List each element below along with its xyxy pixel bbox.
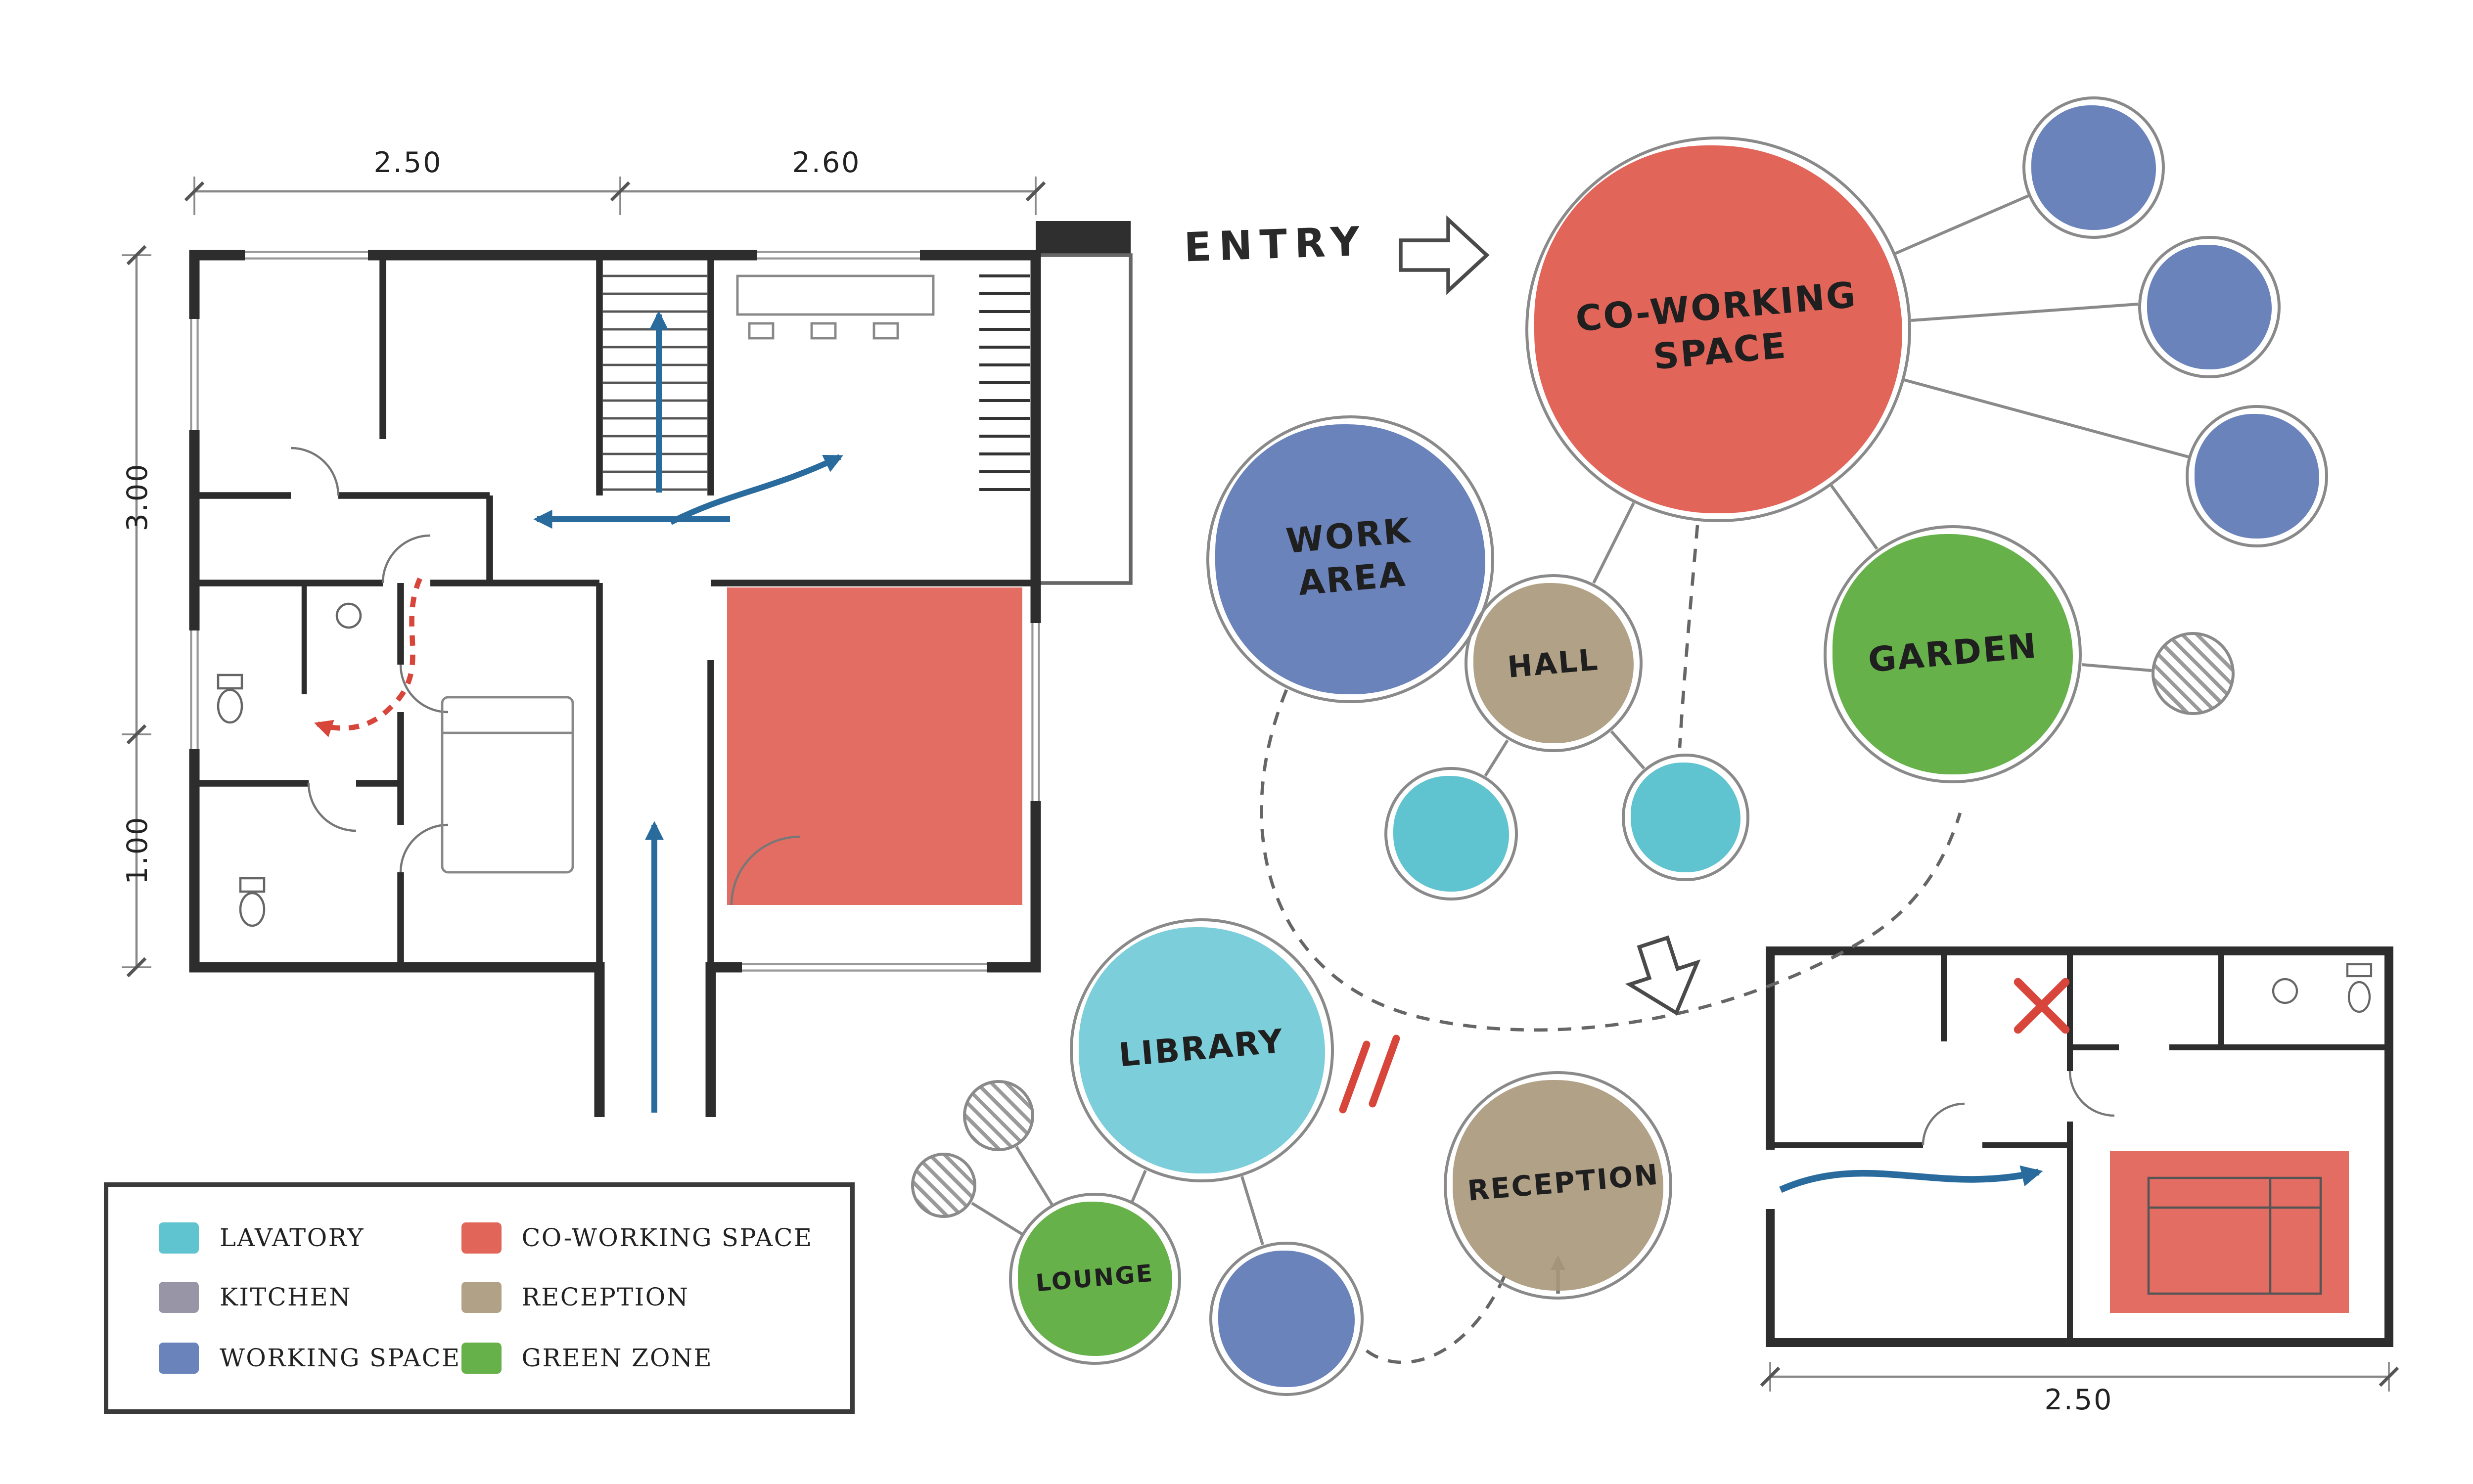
bath-fixtures [2272,963,2373,1013]
bubble-co-working-space: CO-WORKING SPACE [1525,136,1911,522]
legend-swatch-lavatory [159,1222,199,1254]
legend-box: LAVATORY KITCHEN WORKING SPACE CO-WORKIN… [104,1182,855,1414]
bubble-fill [1018,1202,1172,1356]
hatched-bubble [911,1153,976,1218]
satellite-bubble-working-space [2138,236,2281,378]
dimension-main-top-left: 2.50 [373,147,443,180]
dimension-main-top-right: 2.60 [792,147,861,180]
legend-item-kitchen: KITCHEN [159,1282,461,1314]
legend-item-green-zone: GREEN ZONE [460,1343,839,1374]
satellite-bubble-working-space [2022,96,2165,239]
satellite-bubble-working-space [2186,405,2328,547]
legend-label: GREEN ZONE [521,1344,713,1373]
bath-fixtures [217,602,362,927]
bubble-connectors [971,194,2189,1245]
plan-main-terrace [1034,253,1133,585]
hatched-bubble [2152,632,2235,715]
bubble-hall: HALL [1465,574,1643,752]
bubble-fill [1473,583,1634,743]
legend-item-lavatory: LAVATORY [159,1222,461,1254]
bubble-fill [1832,534,2073,774]
plan-small-coworking-zone [2110,1151,2349,1313]
satellite-bubble-lavatory [1622,754,1749,881]
bubble-fill [1534,145,1902,513]
rejected-x-mark [2014,978,2070,1034]
flow-down-arrow-icon [1625,935,1701,1016]
windows [190,251,1040,972]
bubble-garden: GARDEN [1824,525,2082,783]
satellite-bubble-lavatory [1384,767,1518,900]
legend-label: LAVATORY [220,1223,365,1252]
legend-label: KITCHEN [220,1284,352,1312]
legend-item-co-working-space: CO-WORKING SPACE [460,1222,839,1254]
stairs [602,274,708,491]
bubble-fill [1079,927,1325,1173]
circulation-arrows-main [533,311,843,1113]
bubble-lounge: LOUNGE [1009,1193,1181,1365]
legend-swatch-reception [460,1282,501,1314]
shelving [979,274,1030,491]
door-swings [290,447,800,905]
bubble-fill [1215,424,1485,694]
dimension-small-bottom: 2.50 [2044,1384,2113,1417]
satellite-bubble-working-space [1209,1242,1364,1396]
bubble-work-area: WORK AREA [1206,415,1494,703]
entry-arrow-icon [1399,215,1490,295]
bubble-label: WORK AREA [1284,513,1413,604]
floor-plan-small [1765,946,2393,1347]
legend-swatch-working-space [159,1343,199,1374]
dimension-main-side-lower: 1.00 [122,815,154,885]
legend-label: CO-WORKING SPACE [521,1223,813,1252]
legend-item-reception: RECEPTION [460,1282,839,1314]
bubble-fill [2031,105,2156,230]
no-connection-mark [1339,1034,1400,1114]
bubble-connectors-dashed [1260,525,1962,1364]
red-dashed-route-arrow [314,577,422,737]
furniture [441,274,935,874]
legend-swatch-co-working-space [460,1222,501,1254]
sofa [2147,1176,2322,1295]
floor-plan-main [189,221,1133,1117]
entry-label: ENTRY [1183,219,1368,272]
legend-item-working-space: WORKING SPACE [159,1343,461,1374]
dimension-lines [122,177,2399,1392]
entry-flow-arrow-small-plan [1779,1165,2043,1193]
bubble-fill [2195,414,2319,539]
bubble-reception: RECEPTION [1444,1071,1672,1300]
dimension-main-side-upper: 3.00 [122,462,154,532]
legend-swatch-green-zone [460,1343,501,1374]
bubble-fill [1393,776,1509,892]
plan-main-annex-header [1036,221,1131,255]
legend-label: WORKING SPACE [220,1344,461,1373]
bubble-fill [2147,245,2272,369]
door-swings [1922,1071,2115,1146]
hatched-bubble [963,1080,1034,1151]
legend-label: RECEPTION [521,1284,689,1312]
bubble-fill [1453,1080,1663,1291]
bubble-fill [1631,763,1740,872]
bubble-fill [1218,1251,1355,1387]
legend-swatch-kitchen [159,1282,199,1314]
bubble-library: LIBRARY [1070,918,1334,1182]
plan-main-coworking-zone [727,587,1022,905]
